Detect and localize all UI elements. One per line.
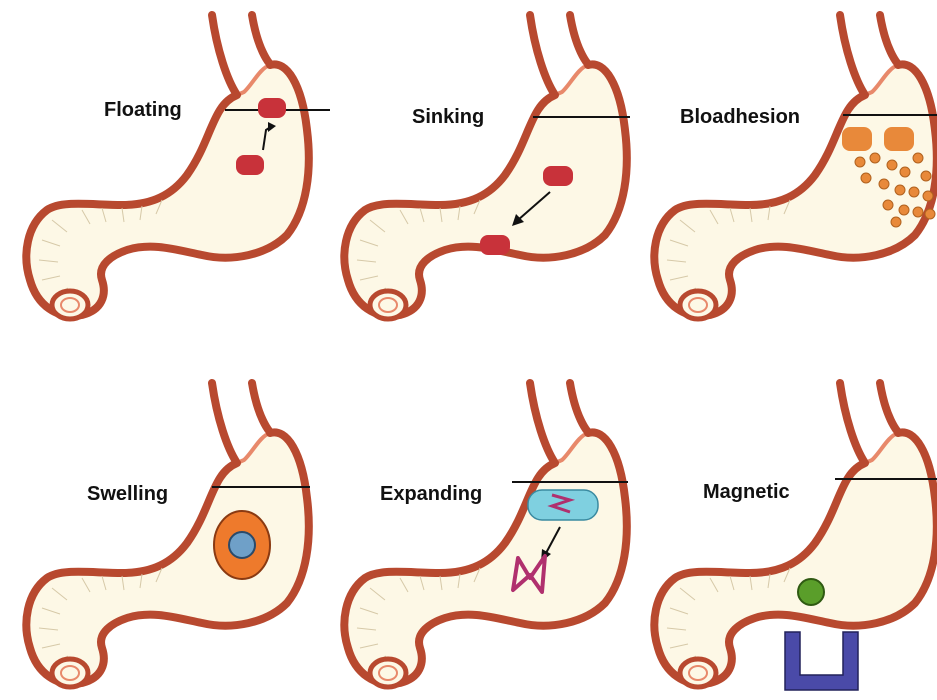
expanding-capsule	[528, 490, 598, 520]
panel-expanding: Expanding	[344, 383, 628, 687]
floating-tablet	[258, 98, 286, 118]
bioadhesive-capsule-right	[884, 127, 914, 151]
label-sinking: Sinking	[412, 106, 484, 128]
label-bloadhesion: Bloadhesion	[680, 106, 800, 128]
tablet-bottom	[480, 235, 510, 255]
swelling-core	[229, 532, 255, 558]
bioadhesive-capsule-left	[842, 127, 872, 151]
panel-magnetic: Magnetic	[654, 383, 937, 690]
magnetic-dosage-form	[798, 579, 824, 605]
panel-floating: Floating	[26, 15, 330, 319]
label-floating: Floating	[104, 99, 182, 121]
panel-sinking: Sinking	[344, 15, 630, 319]
label-expanding: Expanding	[380, 483, 482, 505]
label-swelling: Swelling	[87, 483, 168, 505]
label-magnetic: Magnetic	[703, 481, 790, 503]
panel-swelling: Swelling	[26, 383, 310, 687]
sinking-tablet	[236, 155, 264, 175]
magnet-plus-icon	[835, 634, 841, 648]
magnet-icon	[785, 632, 858, 690]
tablet-top	[543, 166, 573, 186]
panel-bloadhesion: Bloadhesion	[654, 15, 937, 319]
